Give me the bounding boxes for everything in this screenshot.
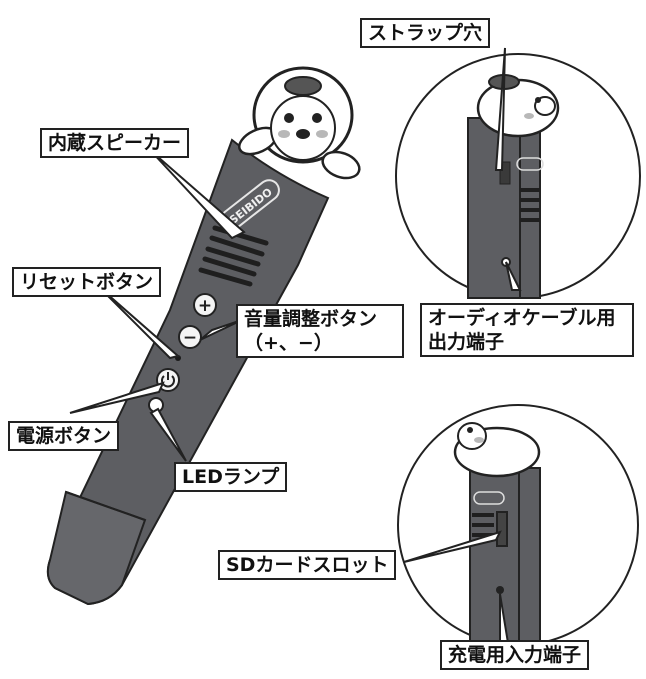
label-volume-line1: 音量調整ボタン: [244, 308, 378, 330]
pen: SEIBIDO + −: [46, 138, 330, 606]
label-power-button: 電源ボタン: [8, 421, 120, 451]
volume-minus-button[interactable]: −: [178, 325, 202, 349]
detail-view-bottom: [397, 404, 639, 647]
seal-mascot: [238, 66, 361, 180]
label-volume-buttons: 音量調整ボタン （+、−）: [236, 304, 404, 358]
label-reset-button: リセットボタン: [12, 267, 162, 297]
volume-plus-button[interactable]: +: [193, 293, 217, 317]
label-speaker: 内蔵スピーカー: [40, 128, 190, 158]
pen-tip: [46, 490, 147, 606]
plus-symbol: +: [198, 296, 212, 316]
detail-view-top: [395, 53, 641, 299]
charging-port: [496, 586, 504, 594]
label-audio-output: オーディオケーブル用 出力端子: [420, 303, 634, 357]
label-audio-line2: 出力端子: [428, 331, 505, 353]
label-audio-line1: オーディオケーブル用: [428, 307, 616, 329]
label-charging-port: 充電用入力端子: [440, 640, 590, 670]
label-strap-hole: ストラップ穴: [360, 18, 491, 48]
label-led-lamp: LEDランプ: [174, 462, 288, 492]
minus-symbol: −: [183, 328, 197, 348]
power-icon: [161, 375, 175, 388]
label-volume-line2: （+、−）: [244, 332, 333, 354]
label-sd-card-slot: SDカードスロット: [218, 550, 397, 580]
leader-lines: [69, 47, 522, 644]
speaker-grille: [198, 225, 269, 287]
sd-card-slot: [496, 511, 508, 547]
